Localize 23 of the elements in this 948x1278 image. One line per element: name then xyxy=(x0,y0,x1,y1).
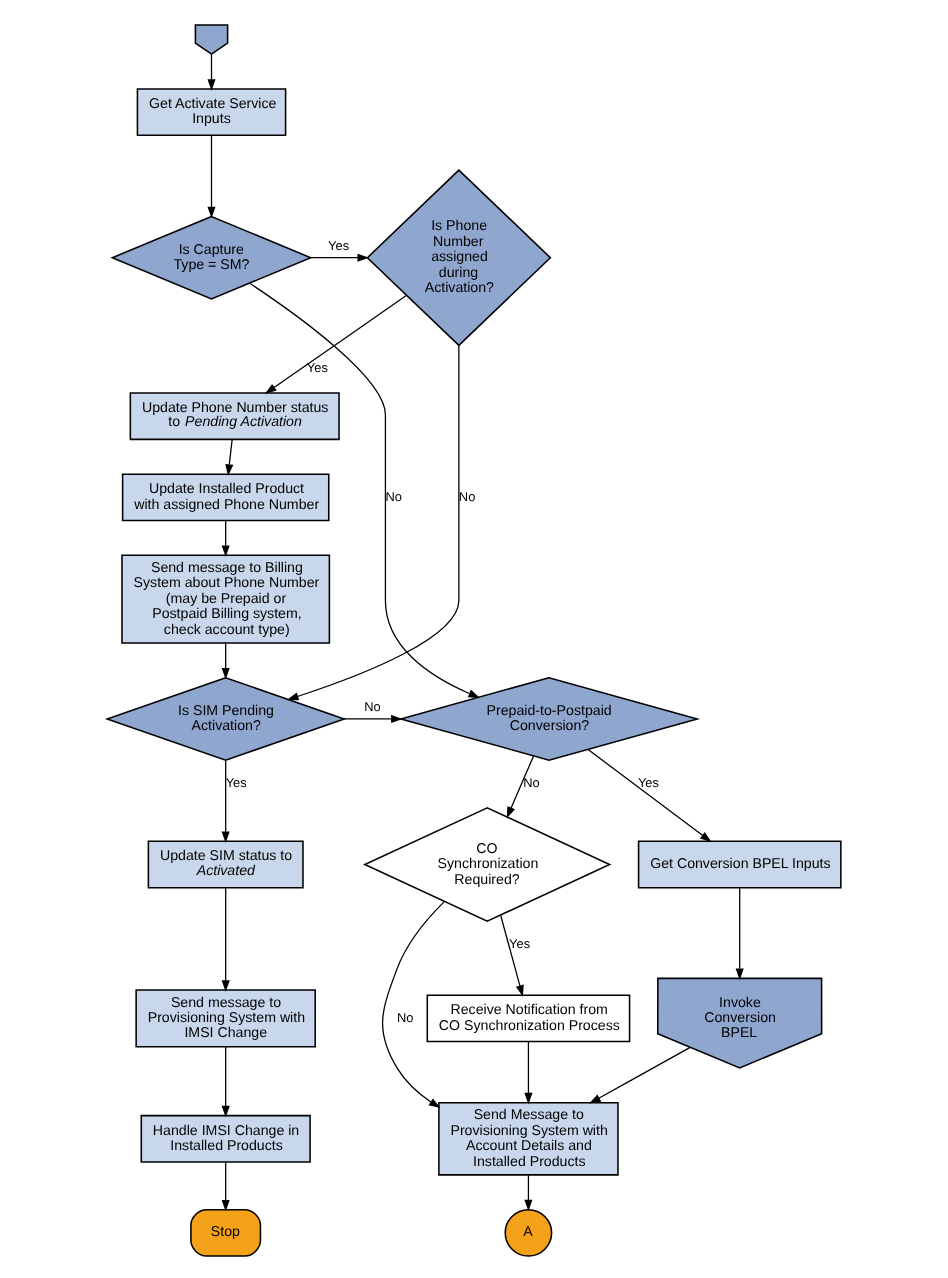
arrow xyxy=(735,887,744,981)
arrow xyxy=(500,914,524,997)
arrow xyxy=(506,755,535,819)
arrow xyxy=(221,642,230,680)
arrow xyxy=(249,282,481,698)
arrow xyxy=(225,439,234,476)
node-pentagon xyxy=(194,24,229,56)
arrow xyxy=(524,1041,533,1105)
arrow xyxy=(221,1046,230,1118)
arrow xyxy=(221,759,230,843)
arrow xyxy=(524,1174,533,1212)
arrow xyxy=(589,1046,691,1104)
arrow xyxy=(264,294,407,394)
arrow xyxy=(221,520,230,558)
arrow xyxy=(221,887,230,992)
arrow xyxy=(310,253,370,262)
arrow xyxy=(286,344,460,701)
arrow xyxy=(382,901,445,1109)
arrow xyxy=(207,53,216,91)
arrow xyxy=(221,1161,230,1212)
arrow xyxy=(587,748,712,843)
arrow xyxy=(343,714,403,723)
arrow xyxy=(207,135,216,219)
